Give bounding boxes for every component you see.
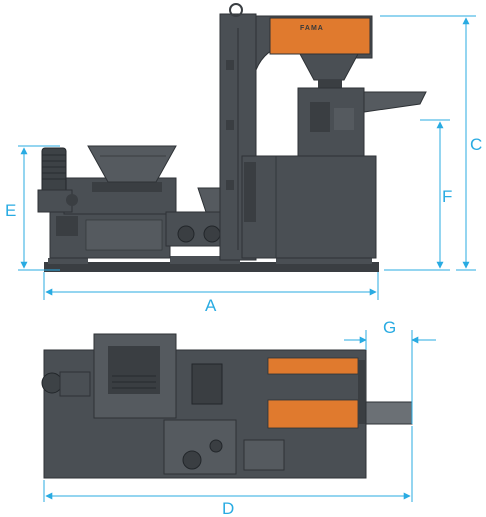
mill-cone — [299, 53, 359, 81]
dimension-label-c: C — [470, 135, 482, 154]
top-motor — [41, 372, 63, 394]
discharge-chute — [363, 91, 427, 113]
dimension-label-e: E — [5, 201, 16, 220]
side-view: FAMA — [37, 3, 427, 272]
dimension-label-a: A — [205, 296, 217, 315]
dimension-label-d: D — [222, 499, 234, 517]
top-orange-lower — [267, 399, 359, 429]
dimension-label-f: F — [442, 187, 452, 206]
shredder-hopper — [87, 145, 177, 183]
mill-body — [297, 87, 365, 157]
brand-label: FAMA — [300, 25, 324, 32]
control-cabinet — [241, 155, 377, 259]
top-view — [41, 333, 413, 479]
top-orange-upper — [267, 357, 359, 375]
cyclone-housing — [269, 17, 371, 55]
dimension-label-g: G — [383, 318, 396, 337]
top-discharge — [365, 401, 413, 425]
dimensions — [18, 15, 476, 502]
base-skid — [44, 262, 379, 272]
